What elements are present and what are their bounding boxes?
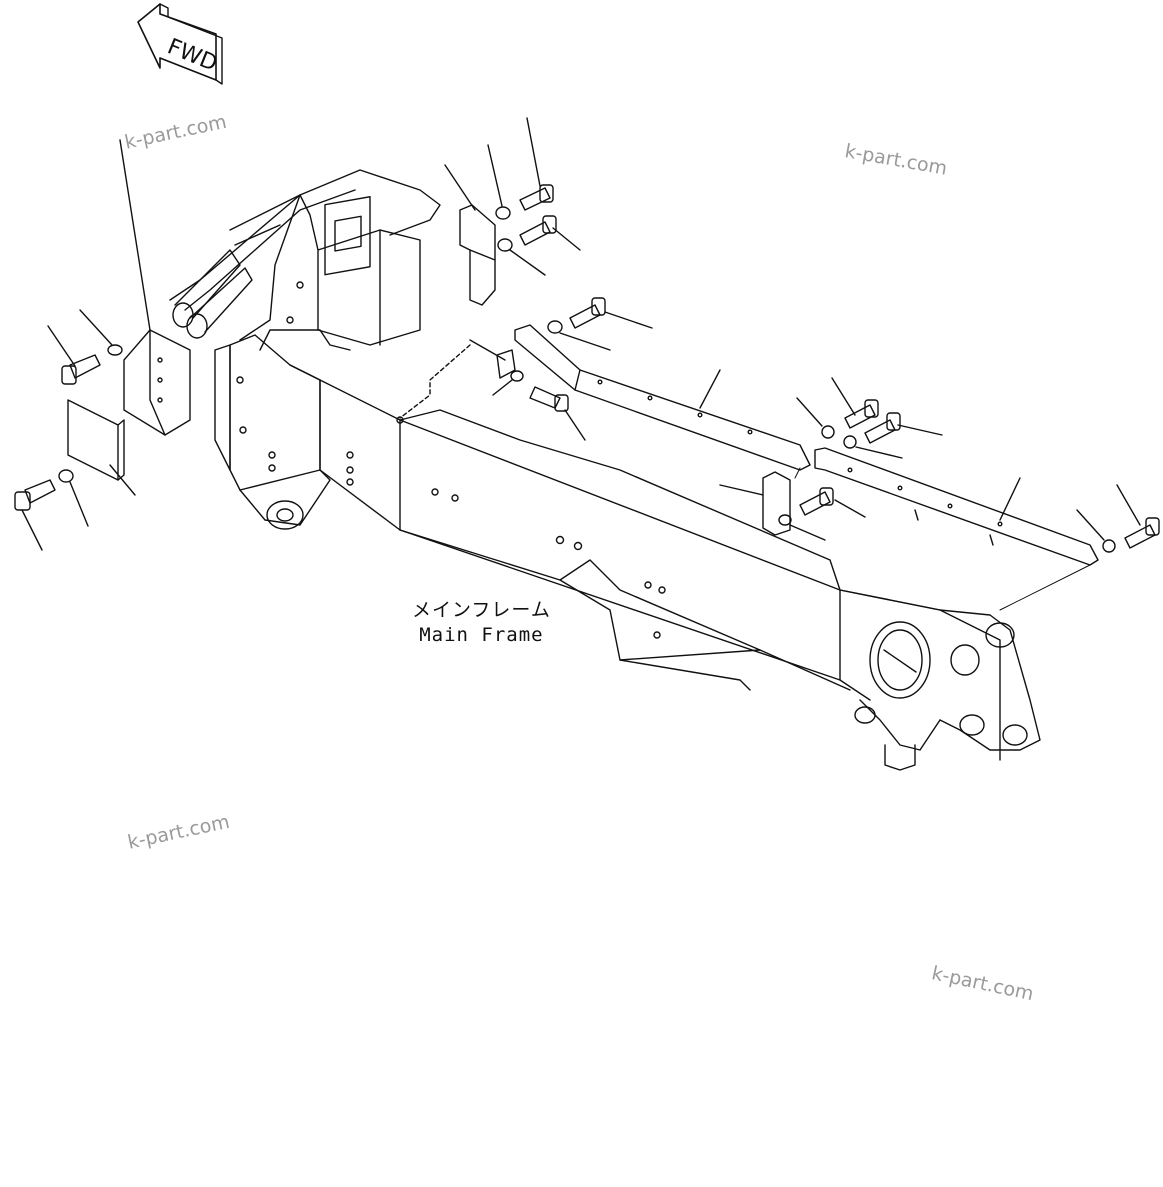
rail-rear-washer-3 [1076, 509, 1116, 553]
main-frame-body [169, 169, 1091, 771]
upper-washer-1 [487, 144, 511, 220]
rail-rear-bolt-2 [864, 412, 943, 444]
small-clip-bolt [529, 386, 586, 441]
rail-rear-washer-1 [796, 397, 835, 439]
main-frame-label: メインフレーム Main Frame [412, 598, 551, 648]
left-lower-washer [58, 469, 89, 527]
rail-rear [814, 447, 1099, 566]
rail-rear-bolt-1 [831, 377, 879, 429]
fwd-arrow-icon: FWD [137, 3, 223, 85]
mid-bolt [799, 487, 866, 518]
mid-washer [778, 514, 826, 541]
upper-bolt-2 [519, 215, 581, 251]
left-lower-bolt [14, 479, 56, 551]
rail-front-bolt [569, 297, 653, 329]
upper-washer-2 [497, 238, 546, 276]
mid-bracket [719, 471, 791, 536]
upper-bracket [444, 164, 496, 306]
main-frame-label-ja: メインフレーム [412, 599, 551, 621]
upper-bolt-1 [519, 117, 554, 211]
small-clip [469, 339, 516, 379]
rail-front-washer [547, 320, 611, 351]
rail-rear-washer-2 [843, 435, 903, 459]
left-upper-bolt [47, 325, 101, 385]
main-frame-label-en: Main Frame [419, 624, 544, 646]
rail-rear-bolt-3 [1116, 484, 1160, 549]
rail-front [514, 324, 811, 471]
left-upper-washer [79, 309, 123, 356]
small-clip-washer [492, 370, 524, 396]
left-bracket-assembly [67, 139, 191, 481]
